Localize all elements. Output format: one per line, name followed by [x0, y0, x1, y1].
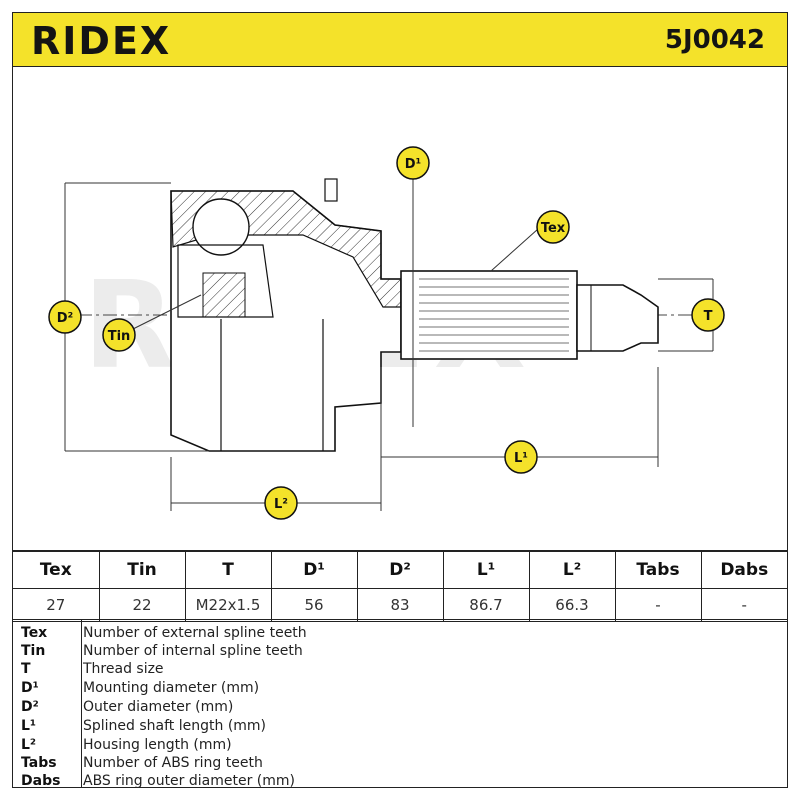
- callout-d2: D²: [48, 300, 82, 334]
- legend-divider: [81, 620, 82, 788]
- legend-key: L¹: [21, 718, 37, 734]
- spec-table: Tex Tin T D¹ D² L¹ L² Tabs Dabs 27 22 M2…: [13, 551, 787, 622]
- spec-header-cell: T: [184, 551, 272, 589]
- legend-key: Tex: [21, 625, 48, 641]
- legend-row: Tabs Number of ABS ring teeth: [13, 754, 787, 773]
- splined-shaft: [400, 270, 578, 360]
- callout-tex-label: Tex: [541, 221, 566, 236]
- spline-lines: [419, 278, 569, 352]
- spec-header-cell: L²: [528, 551, 616, 589]
- legend-key: Tabs: [21, 755, 57, 771]
- legend-key: T: [21, 661, 31, 677]
- cv-joint-drawing: RIDEX: [48, 146, 725, 520]
- spec-header-cell: Tin: [98, 551, 186, 589]
- spec-value-row: 27 22 M22x1.5 56 83 86.7 66.3 - -: [13, 588, 787, 622]
- spec-header-cell: Dabs: [700, 551, 787, 589]
- header-bar: RIDEX 5J0042: [13, 13, 787, 67]
- spec-value-cell: M22x1.5: [184, 588, 272, 622]
- callout-l1: L¹: [504, 440, 538, 474]
- spec-value-cell: 83: [356, 588, 444, 622]
- legend-row: L² Housing length (mm): [13, 736, 787, 755]
- spec-value-cell: 22: [98, 588, 186, 622]
- spec-header-cell: D²: [356, 551, 444, 589]
- legend-row: T Thread size: [13, 660, 787, 679]
- legend-row: Tex Number of external spline teeth: [13, 624, 787, 643]
- legend-row: Tin Number of internal spline teeth: [13, 642, 787, 661]
- inner-spline-hatch: [202, 272, 246, 318]
- callout-l1-label: L¹: [514, 451, 528, 466]
- spec-value-cell: -: [614, 588, 702, 622]
- callout-d2-label: D²: [57, 311, 74, 326]
- inner-race: [177, 244, 274, 318]
- datasheet-frame: RIDEX 5J0042 RIDEX: [12, 12, 788, 789]
- legend-row: D¹ Mounting diameter (mm): [13, 679, 787, 698]
- legend-row: L¹ Splined shaft length (mm): [13, 717, 787, 736]
- legend-desc: Housing length (mm): [83, 737, 232, 753]
- technical-drawing: RIDEX: [13, 67, 787, 551]
- legend-key: D²: [21, 699, 39, 715]
- legend-key: D¹: [21, 680, 39, 696]
- ball-circle: [192, 198, 250, 256]
- callout-l2-label: L²: [274, 497, 288, 512]
- legend-desc: ABS ring outer diameter (mm): [83, 773, 295, 789]
- callout-l2: L²: [264, 486, 298, 520]
- legend-key: Dabs: [21, 773, 61, 789]
- legend-row: D² Outer diameter (mm): [13, 698, 787, 717]
- callout-t-label: T: [704, 309, 713, 324]
- legend-key: L²: [21, 737, 37, 753]
- brand-logo: RIDEX: [31, 19, 172, 63]
- legend-desc: Number of external spline teeth: [83, 625, 307, 641]
- legend-desc: Number of ABS ring teeth: [83, 755, 263, 771]
- callout-d1: D¹: [396, 146, 430, 180]
- callout-tex: Tex: [490, 210, 570, 272]
- legend-desc: Outer diameter (mm): [83, 699, 234, 715]
- callout-t: T: [691, 298, 725, 332]
- spec-value-cell: 86.7: [442, 588, 530, 622]
- callout-tin: Tin: [102, 294, 202, 352]
- callout-tin-label: Tin: [108, 329, 131, 344]
- spec-header-cell: Tex: [13, 551, 100, 589]
- part-number: 5J0042: [664, 25, 765, 55]
- legend-row: Dabs ABS ring outer diameter (mm): [13, 772, 787, 791]
- legend-desc: Number of internal spline teeth: [83, 643, 303, 659]
- legend: Tex Number of external spline teeth Tin …: [13, 619, 787, 789]
- abs-tab: [324, 178, 338, 202]
- threaded-tip: [576, 284, 659, 352]
- spec-header-cell: Tabs: [614, 551, 702, 589]
- callout-d1-label: D¹: [405, 157, 422, 172]
- spec-header-row: Tex Tin T D¹ D² L¹ L² Tabs Dabs: [13, 551, 787, 589]
- legend-desc: Splined shaft length (mm): [83, 718, 267, 734]
- spec-value-cell: 27: [13, 588, 100, 622]
- spec-header-cell: D¹: [270, 551, 358, 589]
- spec-value-cell: 56: [270, 588, 358, 622]
- legend-key: Tin: [21, 643, 46, 659]
- spec-value-cell: -: [700, 588, 787, 622]
- spec-value-cell: 66.3: [528, 588, 616, 622]
- legend-desc: Mounting diameter (mm): [83, 680, 260, 696]
- legend-desc: Thread size: [83, 661, 164, 677]
- spec-header-cell: L¹: [442, 551, 530, 589]
